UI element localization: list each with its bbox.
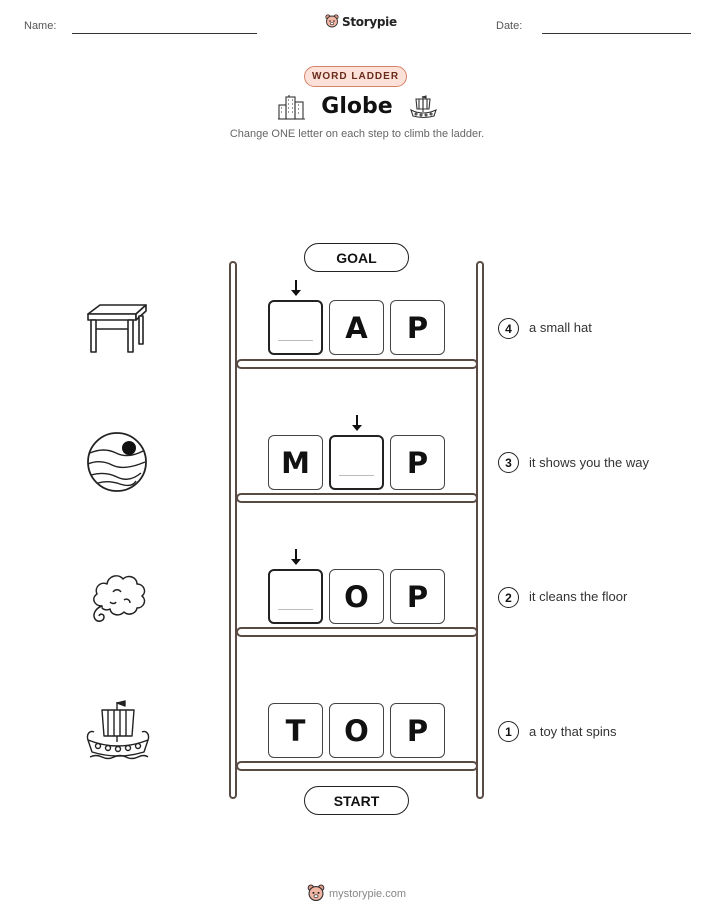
- letter-tile: M: [268, 435, 323, 490]
- name-line[interactable]: [72, 33, 257, 34]
- name-label: Name:: [24, 20, 57, 32]
- step-clue: it shows you the way: [529, 455, 649, 470]
- brand-name: Storypie: [342, 14, 397, 29]
- step-number: 1: [498, 721, 519, 742]
- letter-tile-blank[interactable]: [268, 569, 323, 624]
- letter-tile: P: [390, 703, 445, 758]
- word-ladder-badge: WORD LADDER: [304, 66, 407, 87]
- footer-brand: mystorypie.com: [307, 884, 406, 903]
- table-icon: [87, 304, 147, 353]
- ladder-rung: [236, 761, 478, 771]
- letter-tile: O: [329, 703, 384, 758]
- city-buildings-icon: [278, 95, 305, 120]
- ladder-rung: [236, 493, 478, 503]
- date-label: Date:: [496, 20, 523, 32]
- step-clue: it cleans the floor: [529, 589, 628, 604]
- goal-label: GOAL: [304, 243, 409, 272]
- ladder-rung: [236, 359, 478, 369]
- ladder-rail-right: [476, 261, 484, 799]
- letter-tile: A: [329, 300, 384, 355]
- letter-tile: P: [390, 435, 445, 490]
- arrow-down-icon: [291, 549, 301, 565]
- cloud-icon: [93, 575, 146, 622]
- step-clue: a toy that spins: [529, 724, 617, 739]
- ladder-rung: [236, 627, 478, 637]
- ladder-rail-left: [229, 261, 237, 799]
- step-number: 2: [498, 587, 519, 608]
- viking-ship-icon: [86, 700, 150, 760]
- bear-icon: [325, 14, 339, 28]
- letter-tile: O: [329, 569, 384, 624]
- arrow-down-icon: [352, 415, 362, 431]
- letter-tile: P: [390, 300, 445, 355]
- letter-tile-blank[interactable]: [268, 300, 323, 355]
- date-line[interactable]: [542, 33, 691, 34]
- letter-tile-blank[interactable]: [329, 435, 384, 490]
- step-number: 4: [498, 318, 519, 339]
- step-clue: a small hat: [529, 320, 592, 335]
- start-label: START: [304, 786, 409, 815]
- page-title: Globe: [321, 94, 393, 119]
- instructions: Change ONE letter on each step to climb …: [229, 128, 485, 140]
- step-number: 3: [498, 452, 519, 473]
- viking-ship-small-icon: [410, 95, 437, 119]
- arrow-down-icon: [291, 280, 301, 296]
- bear-icon: [307, 884, 325, 902]
- letter-tile: T: [268, 703, 323, 758]
- letter-tile: P: [390, 569, 445, 624]
- footer-url[interactable]: mystorypie.com: [329, 887, 407, 900]
- planet-icon: [87, 432, 147, 492]
- brand-logo: Storypie: [325, 14, 397, 29]
